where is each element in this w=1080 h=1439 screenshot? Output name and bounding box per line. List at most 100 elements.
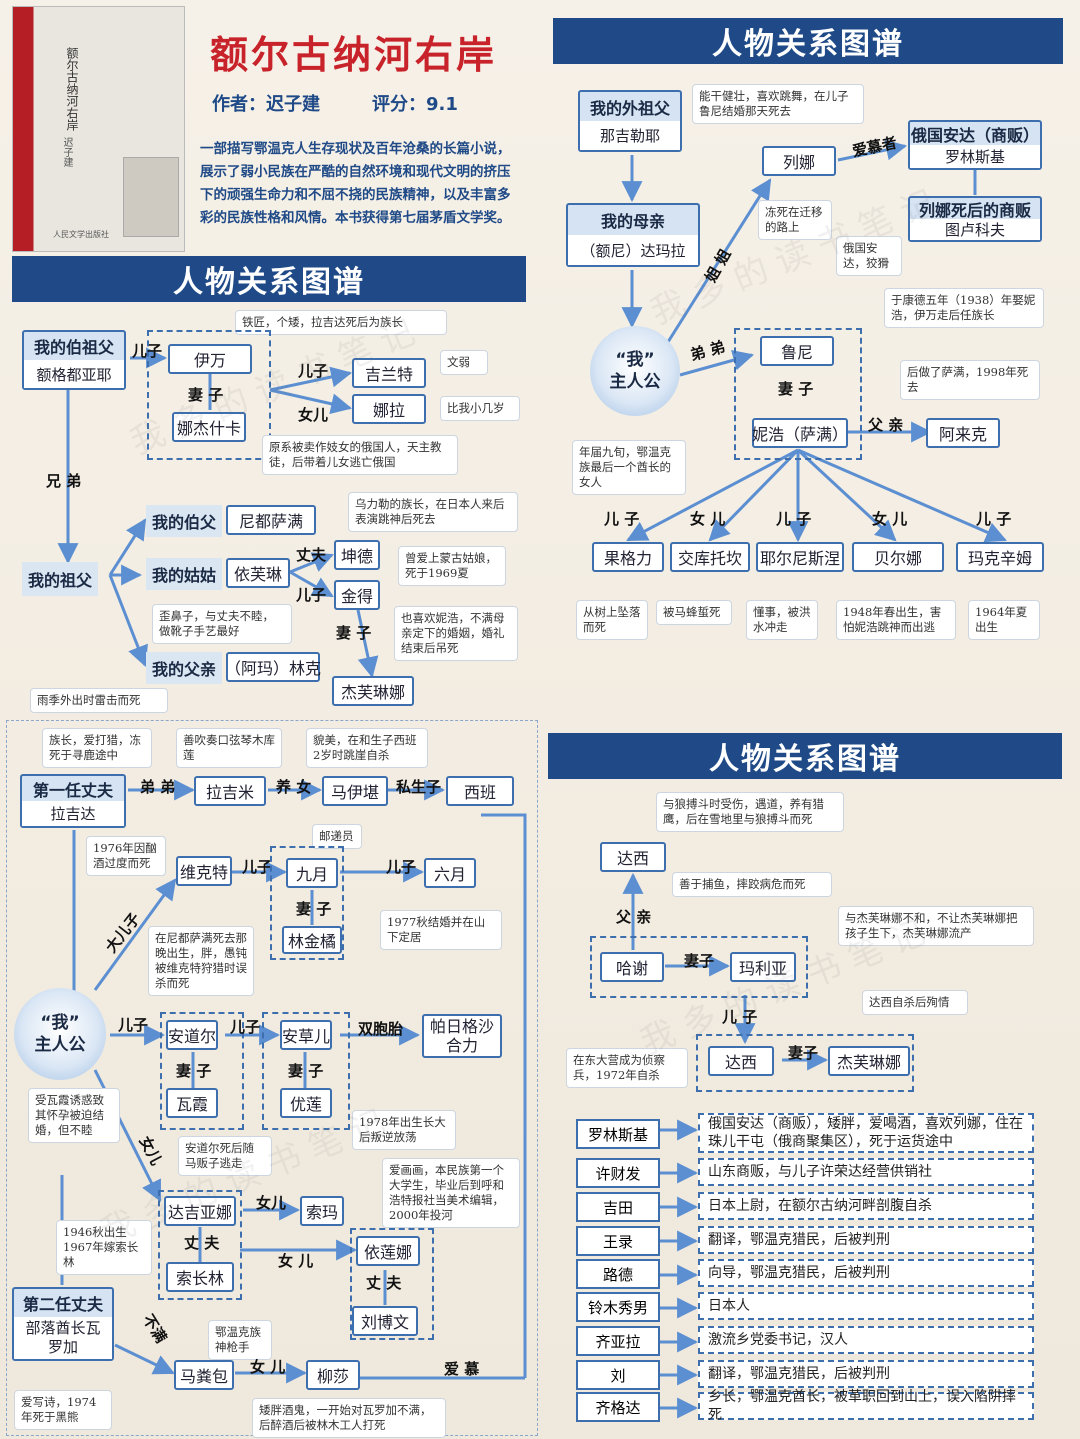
note-dajiyana: 1946秋出生1967年嫁索长林 (56, 1220, 152, 1275)
note-left: 在东大营成为侦察兵，1972年自杀 (566, 1048, 688, 1088)
minor-character-name: 王录 (576, 1226, 660, 1256)
rel-wife-p3-3: 妻 子 (288, 1062, 324, 1080)
minor-character-name: 齐亚拉 (576, 1326, 660, 1356)
note-weike-2: 在尼都萨满死去那晚出生，胖，愚钝被维克特狩猎时误杀而死 (148, 926, 254, 996)
rel-son-2: 儿子 (298, 362, 329, 380)
note-andaer: 安道尔死后随马贩子逃走 (178, 1136, 272, 1176)
weike-box: 维克特 (176, 856, 232, 886)
note-malinya: 与杰芙琳娜不和，不让杰芙琳娜把孩子生下，杰芙琳娜流产 (838, 906, 1034, 946)
liuyue-box: 六月 (424, 858, 476, 888)
note-second-husband: 爱写诗，1974年死于黑熊 (14, 1390, 112, 1430)
note-jinde: 也喜欢妮浩，不满母亲定下的婚姻，婚礼结束后吊死 (394, 606, 518, 661)
child-box-2: 耶尔尼斯涅 (756, 542, 844, 572)
lajimi-box: 拉吉米 (194, 776, 266, 806)
child-note-4: 1964年夏出生 (968, 600, 1040, 640)
banner-panel-4: 人物关系图谱 (548, 733, 1062, 779)
rel-child-0: 儿 子 (604, 510, 640, 528)
book-cover-publisher: 人民文学出版社 (53, 230, 109, 239)
linjinju-box: 林金橘 (282, 926, 342, 954)
rel-wife-p3-2: 妻 子 (176, 1062, 212, 1080)
rel-brothers: 兄 弟 (46, 472, 82, 490)
book-cover: 额尔古纳河右岸 迟子建 人民文学出版社 (12, 6, 185, 252)
youlian-box: 优莲 (280, 1088, 332, 1118)
minor-character-name: 刘 (576, 1360, 660, 1390)
jiefulinna-box-2: 杰芙琳娜 (828, 1046, 910, 1076)
alaike-box: 阿来克 (926, 418, 1000, 448)
jilante-box: 吉兰特 (352, 358, 426, 388)
child-box-4: 玛克辛姆 (956, 542, 1044, 572)
note-mayijin: 貌美，在和生子西班2岁时跳崖自杀 (306, 728, 428, 768)
minor-character-desc: 激流乡党委书记，汉人 (698, 1326, 1034, 1354)
child-box-3: 贝尔娜 (852, 542, 944, 572)
daxi-box: 达西 (600, 842, 666, 872)
hero-circle-2: “我”主人公 (14, 988, 106, 1080)
note-luni: 于康德五年（1938）年娶妮浩，伊万走后任族长 (884, 288, 1044, 328)
note-nala: 比我小几岁 (440, 396, 520, 421)
rel-son-p3-3: 儿子 (118, 1016, 149, 1034)
bofu-box: 尼都萨满 (226, 505, 316, 535)
rel-wife-2: 妻 子 (336, 624, 372, 642)
rel-son-p4: 儿 子 (722, 1008, 758, 1026)
rel-daughter-1: 女儿 (298, 406, 329, 424)
daxi-2-box: 达西 (708, 1046, 774, 1076)
minor-character-desc: 乡长，鄂温克酋长，被革职回到山上，误入陷阱摔死 (698, 1389, 1034, 1423)
nihao-box: 妮浩（萨满） (752, 418, 848, 448)
minor-character-name: 许财发 (576, 1158, 660, 1188)
xiban-box: 西班 (446, 776, 514, 806)
note-ancaoer: 1978年出生长大后叛逆放荡 (352, 1110, 456, 1150)
ancaoer-box: 安草儿 (280, 1020, 332, 1050)
rel-wife-1: 妻 子 (188, 386, 224, 404)
note-linjinju: 1977秋结婚并在山下定居 (380, 910, 502, 950)
rel-husband-p3-1: 丈 夫 (184, 1234, 220, 1252)
child-note-2: 懂事，被洪水冲走 (746, 600, 818, 640)
note-hero-3: 受瓦霞诱惑致其怀孕被迫结婚，但不睦 (28, 1088, 120, 1143)
waxia-box: 瓦霞 (166, 1088, 218, 1118)
suoma-box: 索玛 (300, 1196, 344, 1226)
note-lajimi: 善吹奏口弦琴木库莲 (176, 728, 282, 768)
rel-child-2: 儿 子 (776, 510, 812, 528)
luni-family-group (734, 328, 862, 460)
note-liena-death: 冻死在迁移的路上 (758, 200, 832, 240)
mafenbao-box: 马粪包 (174, 1360, 234, 1390)
father-box: （阿玛）林克 (225, 652, 321, 682)
rel-daughter-p3-2: 女儿 (256, 1194, 287, 1212)
book-title: 额尔古纳河右岸 (210, 33, 498, 77)
jiefulinna-box-1: 杰芙琳娜 (332, 676, 414, 706)
child-note-3: 1948年春出生，害怕妮浩跳神而出逃 (836, 600, 956, 640)
ivan-box: 伊万 (168, 344, 252, 374)
rel-wife-p4-1: 妻子 (684, 952, 715, 970)
maternal-grandfather-box: 我的外祖父那吉勒耶 (578, 90, 682, 152)
minor-character-name: 铃木秀男 (576, 1292, 660, 1322)
rel-son-p3-1: 儿子 (242, 858, 273, 876)
banner-panel-1: 人物关系图谱 (12, 256, 526, 302)
haxie-box: 哈谢 (600, 952, 664, 982)
minor-character-name: 路德 (576, 1259, 660, 1289)
rel-daughter-p3-3: 女 儿 (278, 1252, 314, 1270)
dajiyana-family-group (158, 1190, 242, 1300)
jiuyue-box: 九月 (286, 858, 338, 888)
note-hero-2: 年届九旬，鄂温克族最后一个酋长的女人 (572, 440, 686, 495)
child-box-1: 交库托坎 (670, 542, 750, 572)
book-cover-photo (123, 157, 179, 237)
note-nadjeshka: 原系被卖作妓女的俄国人，天主教徒，后带着儿女逃亡俄国 (262, 435, 458, 475)
rel-wife-3: 妻 子 (778, 380, 814, 398)
note-father: 雨季外出时雷击而死 (30, 688, 168, 713)
note-gugu: 歪鼻子，与丈夫不睦，做靴子手艺最好 (152, 604, 292, 644)
gugu-label: 我的姑姑 (146, 558, 223, 590)
note-jiuyue: 邮递员 (312, 824, 362, 849)
note-kunde: 曾爱上蒙古姑娘，死于1969夏 (398, 546, 506, 586)
rel-son-1: 儿子 (132, 342, 163, 360)
bofu-label: 我的伯父 (146, 505, 223, 537)
gugu-box: 依芙琳 (226, 558, 290, 588)
nadjeshka-box: 娜杰什卡 (172, 412, 246, 442)
rel-adore: 爱 慕 (444, 1360, 480, 1378)
ancaoer-family-group (262, 1012, 350, 1130)
andaer-box: 安道尔 (166, 1020, 218, 1050)
payige-box: 帕日格沙合力 (422, 1014, 502, 1058)
rel-son-p3-2: 儿子 (386, 858, 417, 876)
nala-box: 娜拉 (352, 394, 426, 424)
minor-character-desc: 翻译，鄂温克猎民，后被判刑 (698, 1360, 1034, 1388)
rel-wife-p3-1: 妻 子 (296, 900, 332, 918)
rel-adopted: 养 女 (276, 778, 312, 796)
later-trader-box: 列娜死后的商贩图卢科夫 (908, 196, 1042, 242)
